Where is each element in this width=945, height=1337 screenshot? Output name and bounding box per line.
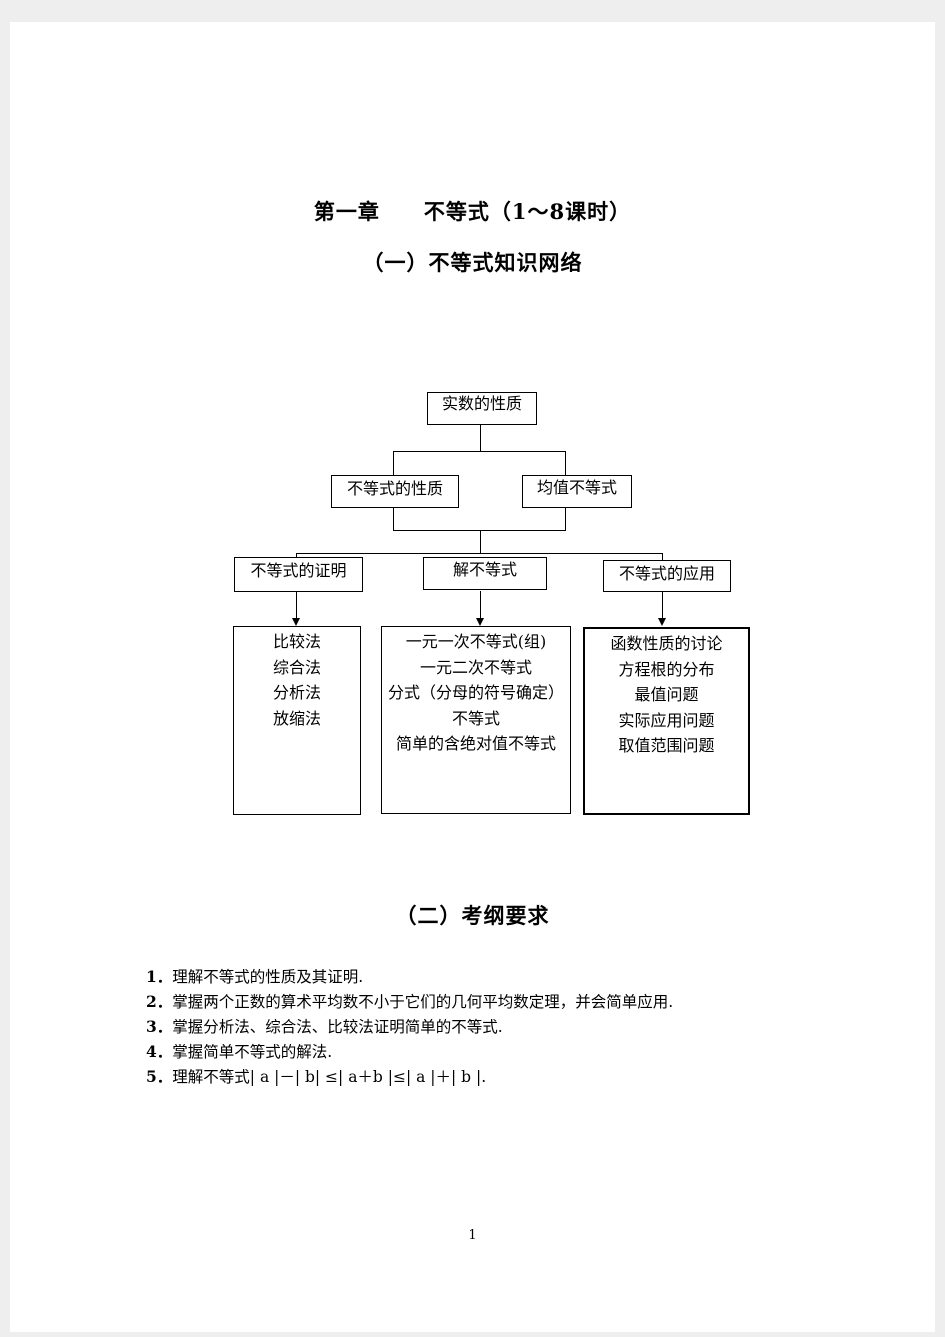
application-item: 实际应用问题 [618, 710, 715, 730]
solving-type-item: 一元二次不等式 [419, 657, 532, 677]
proof-methods-box: 比较法 综合法 分析法 放缩法 [233, 626, 361, 815]
solving-type-item: 简单的含绝对值不等式 [395, 734, 556, 753]
proof-method-item: 分析法 [272, 683, 321, 702]
node-inequality-proof: 不等式的证明 [234, 557, 363, 592]
node-inequality-properties: 不等式的性质 [331, 475, 459, 508]
proof-method-item: 放缩法 [272, 708, 321, 728]
application-item: 最值问题 [634, 685, 699, 704]
node-solve-inequalities: 解不等式 [423, 557, 547, 590]
proof-method-item: 比较法 [272, 632, 321, 651]
requirement-item: 4．掌握简单不等式的解法. [146, 1042, 333, 1061]
solving-type-item: 分式（分母的符号确定） [387, 683, 564, 702]
solving-types-box: 一元一次不等式(组) 一元二次不等式 分式（分母的符号确定） 不等式 简单的含绝… [381, 626, 571, 814]
page-number: 1 [468, 1228, 477, 1243]
requirement-item: 2．掌握两个正数的算术平均数不小于它们的几何平均数定理，并会简单应用. [146, 992, 674, 1011]
node-real-number-properties: 实数的性质 [427, 392, 537, 425]
chapter-title: 第一章 不等式（1～8课时） [313, 199, 632, 224]
node-mean-inequality: 均值不等式 [522, 475, 632, 508]
application-item: 函数性质的讨论 [610, 634, 723, 653]
node-inequality-applications: 不等式的应用 [603, 560, 731, 592]
applications-box: 函数性质的讨论 方程根的分布 最值问题 实际应用问题 取值范围问题 [583, 627, 750, 815]
application-item: 取值范围问题 [618, 736, 715, 755]
section-title-syllabus: （二）考纲要求 [395, 903, 550, 928]
requirement-item: 3．掌握分析法、综合法、比较法证明简单的不等式. [146, 1017, 503, 1036]
requirement-item: 5．理解不等式| a |－| b| ≤| a＋b |≤| a |＋| b |. [146, 1067, 487, 1086]
proof-method-item: 综合法 [272, 657, 321, 677]
solving-type-item: 一元一次不等式(组) [405, 632, 547, 651]
section-title-knowledge-network: （一）不等式知识网络 [362, 250, 583, 275]
solving-type-item: 不等式 [451, 708, 500, 728]
application-item: 方程根的分布 [618, 659, 715, 679]
requirement-item: 1．理解不等式的性质及其证明. [146, 967, 364, 986]
